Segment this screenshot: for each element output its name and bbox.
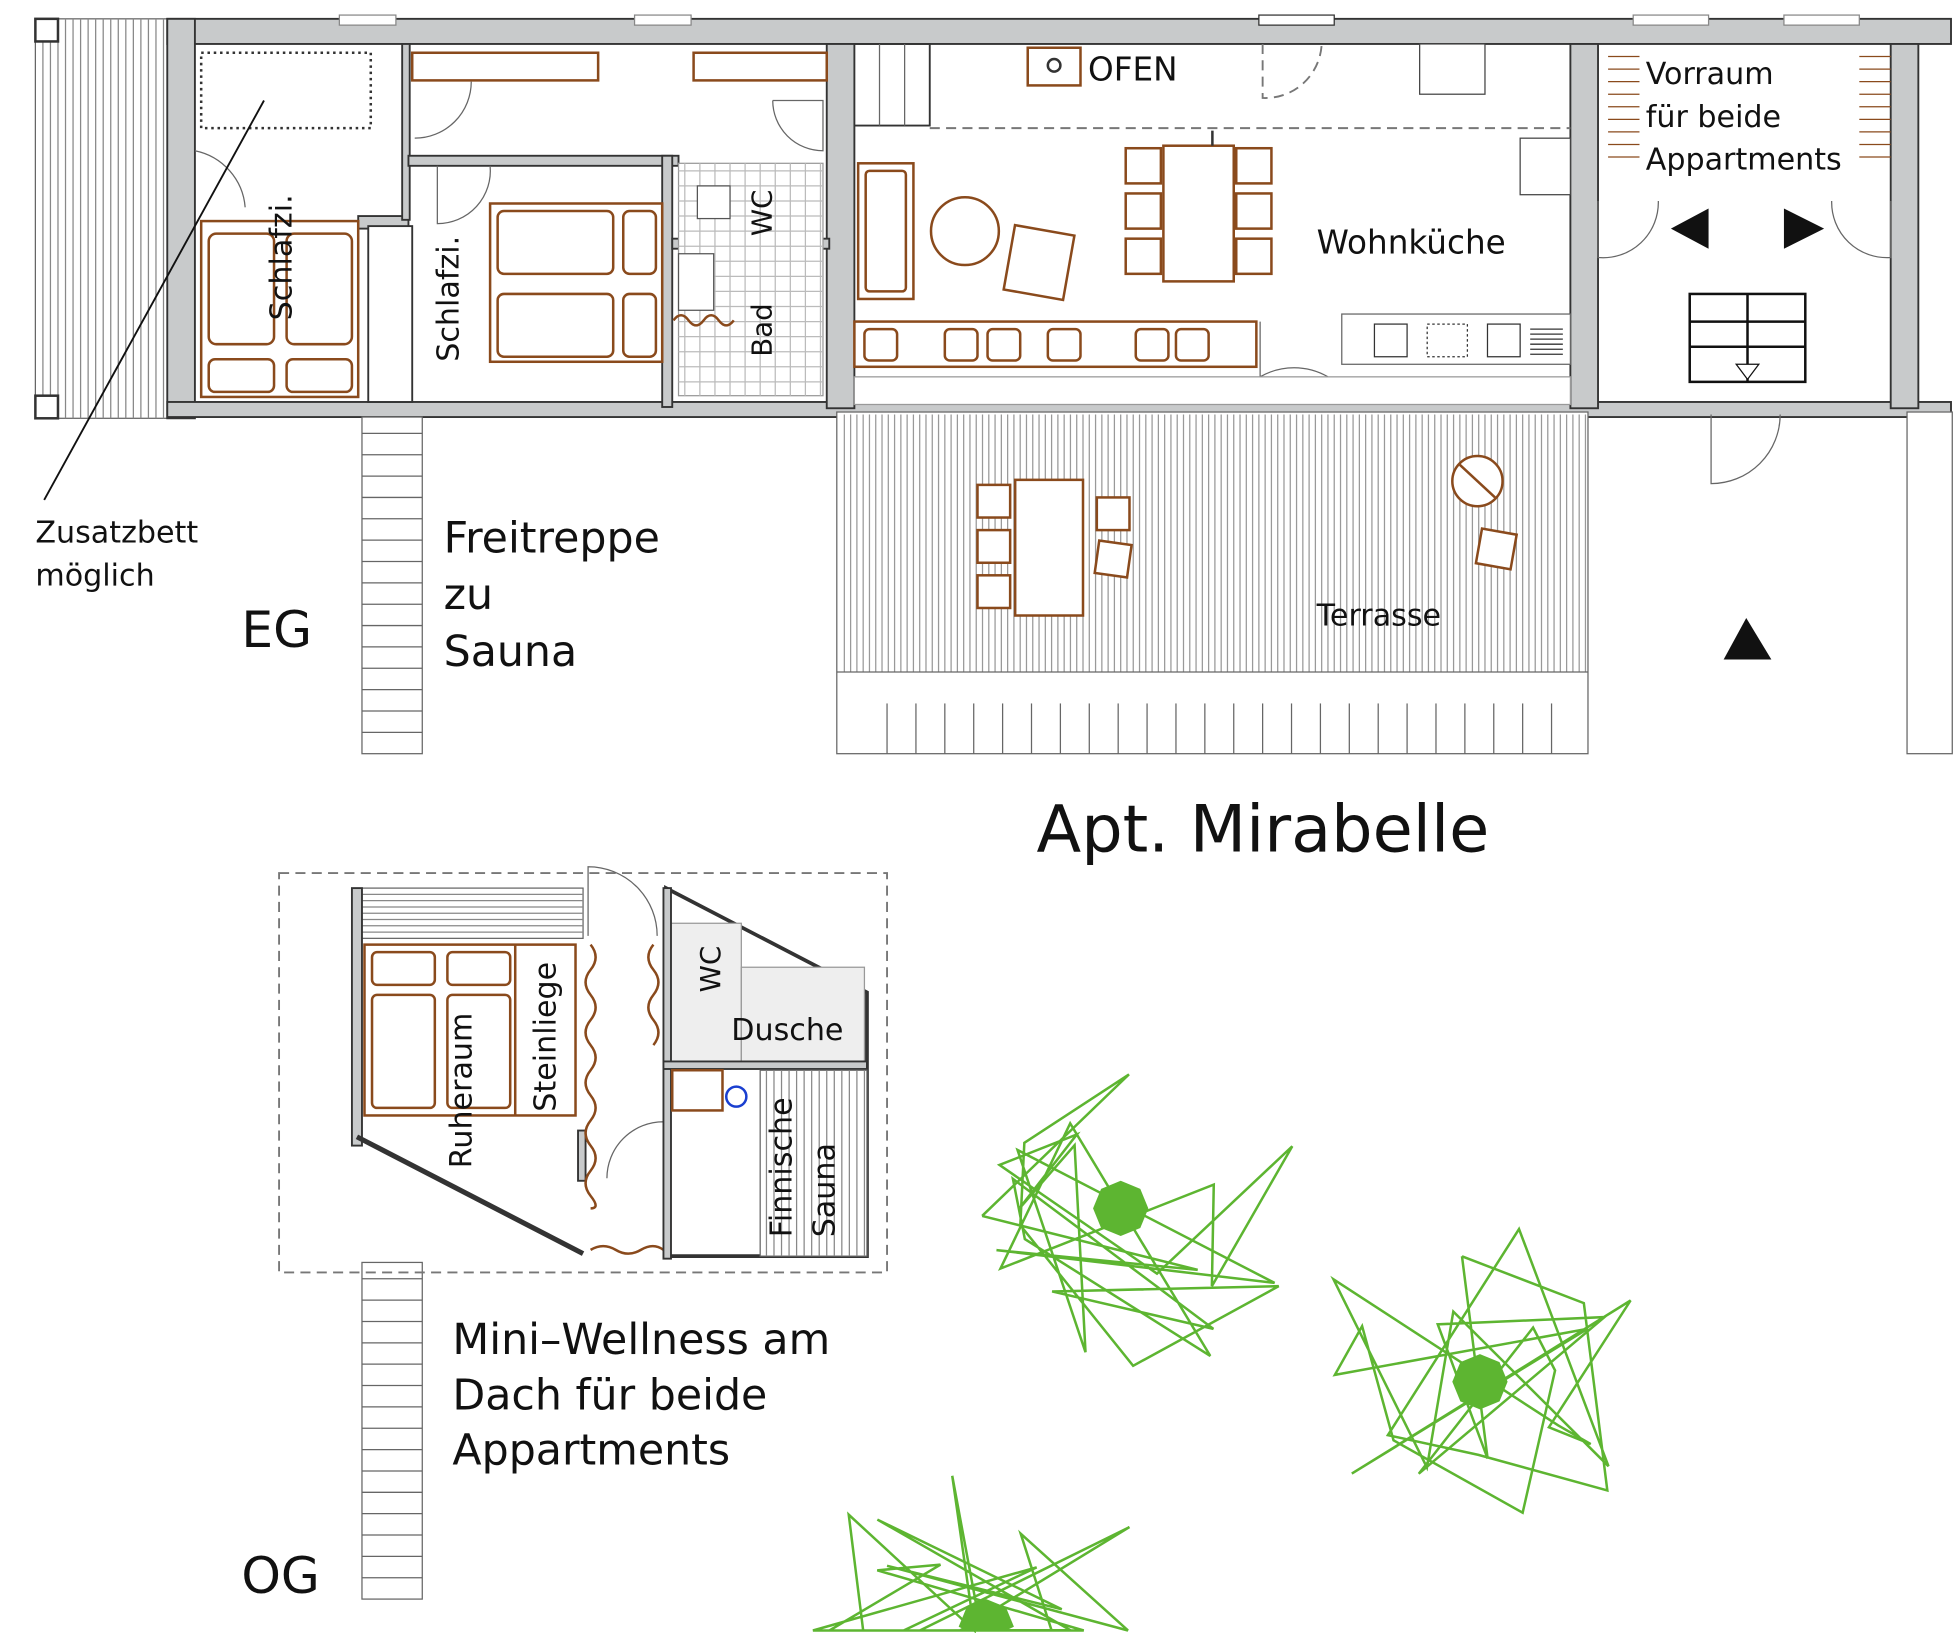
arrow-left-icon	[1670, 208, 1709, 249]
vestibule-line-1: Vorraum	[1646, 57, 1774, 92]
room-label-vestibule: Vorraum für beide Appartments	[1646, 57, 1842, 177]
left-deck	[34, 17, 168, 420]
bench-cushion	[1134, 327, 1170, 362]
room-label-bath: Bad	[745, 303, 778, 356]
stairs-ground	[361, 416, 423, 755]
walls-ground-floor	[166, 14, 1952, 420]
tree-canopy	[1330, 1226, 1632, 1515]
arrow-right-icon	[1783, 208, 1825, 249]
bench-cushion	[863, 327, 899, 362]
annotation-extra-bed: Zusatzbett möglich	[35, 516, 207, 594]
leader-line	[43, 100, 265, 501]
floor-label-ground: EG	[241, 600, 312, 659]
wc-bath: WC Bad	[672, 162, 824, 397]
extra-bed-line-2: möglich	[35, 558, 154, 593]
annotation-stairs: Freitreppe zu Sauna	[444, 514, 674, 677]
bench-cushion	[943, 327, 979, 362]
sauna-line-1: Finnische	[765, 1097, 800, 1237]
room-label-bedroom-2: Schlafzi.	[432, 236, 467, 362]
bedroom-1: Schlafzi.	[194, 51, 373, 399]
stairs-line-3: Sauna	[444, 627, 578, 677]
vestibule-line-3: Appartments	[1646, 143, 1842, 178]
tree-trunk	[1452, 1354, 1508, 1410]
vestibule-line-2: für beide	[1646, 100, 1781, 135]
tree-canopy	[981, 1073, 1294, 1368]
room-label-sauna: Finnische Sauna	[765, 1088, 843, 1238]
dining-chair	[1124, 192, 1163, 230]
room-label-living-kitchen: Wohnküche	[1317, 224, 1506, 262]
stairs-line-2: zu	[444, 570, 493, 620]
label-stove: OFEN	[1088, 50, 1178, 88]
dining-chair	[1124, 237, 1163, 276]
bench-cushion	[986, 327, 1022, 362]
annotation-wellness: Mini–Wellness am Dach für beide Appartme…	[452, 1315, 843, 1476]
extra-bed-line-1: Zusatzbett	[35, 516, 198, 551]
dining-chair	[1234, 237, 1273, 276]
wellness-line-2: Dach für beide	[452, 1370, 767, 1420]
room-label-stone-bench: Steinliege	[528, 962, 563, 1112]
room-label-shower: Dusche	[731, 1013, 843, 1048]
sauna-line-2: Sauna	[807, 1143, 842, 1237]
stairs-upper	[361, 1261, 423, 1600]
apartment-title: Apt. Mirabelle	[1037, 792, 1490, 868]
dining-chair	[1234, 146, 1273, 185]
tree-trunk	[958, 1599, 1014, 1631]
terrace: Terrasse	[836, 411, 1953, 755]
wellness-line-1: Mini–Wellness am	[452, 1315, 830, 1365]
room-label-terrace: Terrasse	[1316, 599, 1441, 634]
wellness-line-3: Appartments	[452, 1426, 730, 1476]
room-label-rest-room: Ruheraum	[444, 1013, 479, 1169]
bench-cushion	[1174, 327, 1210, 362]
bedroom-2: Schlafzi.	[367, 51, 829, 403]
wellness-upper-floor: WC Dusche Ruheraum Steinliege Finnische …	[278, 866, 888, 1274]
dining-chair	[1124, 146, 1163, 185]
tree-trunk	[1093, 1180, 1149, 1237]
room-label-wc: WC	[745, 190, 778, 237]
stairs-line-1: Freitreppe	[444, 514, 660, 564]
room-label-bedroom-1: Schlafzi.	[265, 194, 300, 320]
bench-cushion	[1046, 327, 1082, 362]
living-kitchen: OFEN Wohnküche	[853, 43, 1572, 406]
floor-label-upper: OG	[241, 1546, 319, 1605]
north-arrow-icon	[1723, 618, 1772, 660]
room-label-upper-wc: WC	[694, 946, 727, 993]
trees	[812, 1073, 1632, 1633]
dining-chair	[1234, 192, 1273, 230]
vestibule: Vorraum für beide Appartments	[1597, 55, 1892, 660]
